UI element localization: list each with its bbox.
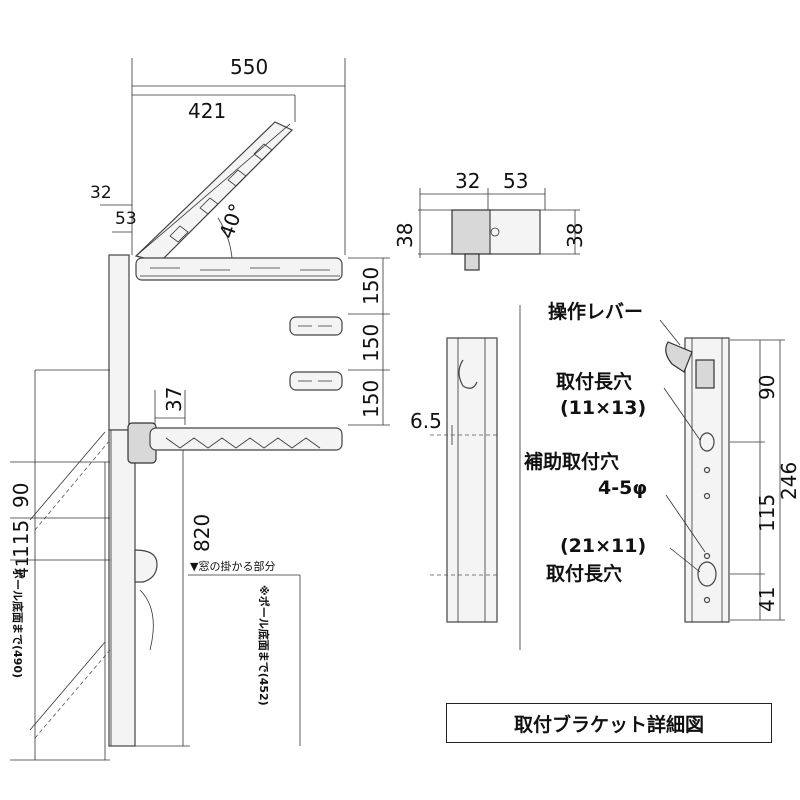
bracket-side-lever bbox=[458, 359, 478, 389]
aux-hole-1 bbox=[703, 466, 711, 474]
dim-angle: 40° bbox=[214, 200, 249, 242]
dim-left-115: 115 bbox=[9, 520, 33, 558]
dim-37: 37 bbox=[162, 387, 186, 412]
bracket-dim-115: 115 bbox=[755, 494, 779, 532]
note-pole-490: ポール底面まで(490) bbox=[11, 568, 25, 678]
label-slot-bottom: 取付長穴 bbox=[546, 562, 622, 585]
top-block-right bbox=[489, 209, 541, 255]
aux-hole-4 bbox=[703, 596, 711, 604]
label-aux-hole-size: 4-5φ bbox=[598, 477, 647, 499]
label-operation-lever: 操作レバー bbox=[548, 300, 643, 323]
bracket-side-view: 6.5 bbox=[410, 305, 521, 650]
bracket-dim-6-5: 6.5 bbox=[410, 409, 442, 433]
dim-step-3: 150 bbox=[359, 380, 383, 418]
dim-pole-32: 32 bbox=[90, 183, 112, 203]
pole-upper bbox=[108, 254, 130, 431]
label-slot-bottom-size: (21×11) bbox=[560, 535, 646, 557]
dim-total-width: 550 bbox=[230, 55, 268, 79]
operation-lever bbox=[665, 341, 693, 373]
top-dim-38-left: 38 bbox=[393, 223, 417, 248]
dim-left-41: 41 bbox=[13, 556, 33, 578]
bracket-dim-90: 90 bbox=[755, 375, 779, 400]
bracket-dim-41: 41 bbox=[755, 587, 779, 612]
note-pole-452: ※ポール底面まで(452) bbox=[257, 585, 271, 706]
aux-hole-2 bbox=[703, 492, 711, 500]
top-view: 32 53 38 38 bbox=[393, 169, 587, 271]
aux-hole-3 bbox=[703, 552, 711, 560]
lever-housing bbox=[695, 359, 715, 389]
arm-top bbox=[135, 257, 343, 281]
bracket-dim-246: 246 bbox=[777, 462, 800, 500]
side-view: 40° bbox=[9, 55, 390, 761]
mount-slot-bottom bbox=[697, 561, 717, 587]
pole-clamp bbox=[134, 549, 158, 583]
arm-position-2 bbox=[289, 316, 343, 336]
top-dim-53: 53 bbox=[503, 169, 528, 193]
dim-arm-width: 421 bbox=[188, 99, 226, 123]
label-aux-hole: 補助取付穴 bbox=[523, 450, 619, 473]
pole-lower bbox=[108, 429, 136, 747]
note-window: ▼窓の掛かる部分 bbox=[190, 559, 275, 573]
drawing-caption: 取付ブラケット詳細図 bbox=[446, 703, 772, 743]
top-dim-38-right: 38 bbox=[563, 223, 587, 248]
top-block-left bbox=[451, 209, 493, 255]
dim-step-2: 150 bbox=[359, 324, 383, 362]
top-bolt bbox=[464, 253, 480, 271]
dim-pole-53: 53 bbox=[115, 209, 137, 229]
mount-slot-top bbox=[699, 432, 715, 452]
top-dim-32: 32 bbox=[455, 169, 480, 193]
label-slot-top: 取付長穴 bbox=[556, 370, 632, 393]
dim-820: 820 bbox=[190, 514, 214, 552]
dim-step-1: 150 bbox=[359, 267, 383, 305]
arm-raised bbox=[134, 121, 294, 263]
label-slot-top-size: (11×13) bbox=[560, 397, 646, 419]
bracket-front-view: 操作レバー 取付長穴 (11×13) 補助取付穴 4-5φ (21×11) 取付… bbox=[523, 300, 800, 623]
arm-position-3 bbox=[289, 371, 343, 391]
dim-left-90: 90 bbox=[9, 483, 33, 508]
arm-lower bbox=[127, 422, 343, 464]
